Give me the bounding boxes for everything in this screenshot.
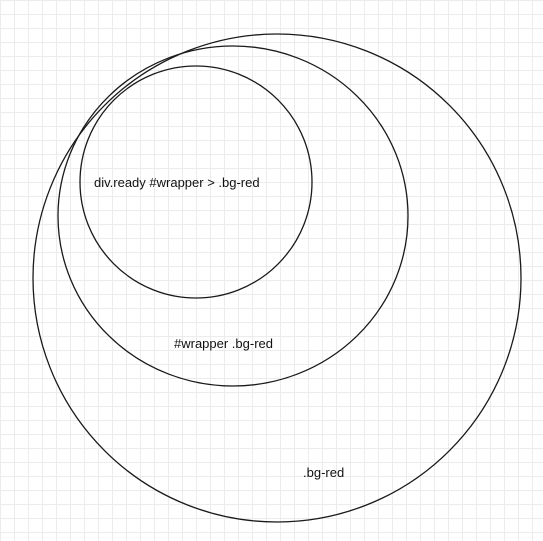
label-wrapper-bg-red: #wrapper .bg-red <box>174 336 273 351</box>
circle-wrapper-bg-red[interactable] <box>57 45 409 387</box>
label-bg-red: .bg-red <box>303 465 345 480</box>
circle-bg-red[interactable] <box>32 33 522 523</box>
circle-div-ready-wrapper-child-bg-red[interactable] <box>79 65 313 299</box>
label-div-ready-wrapper-child-bg-red: div.ready #wrapper > .bg-red <box>94 175 260 190</box>
